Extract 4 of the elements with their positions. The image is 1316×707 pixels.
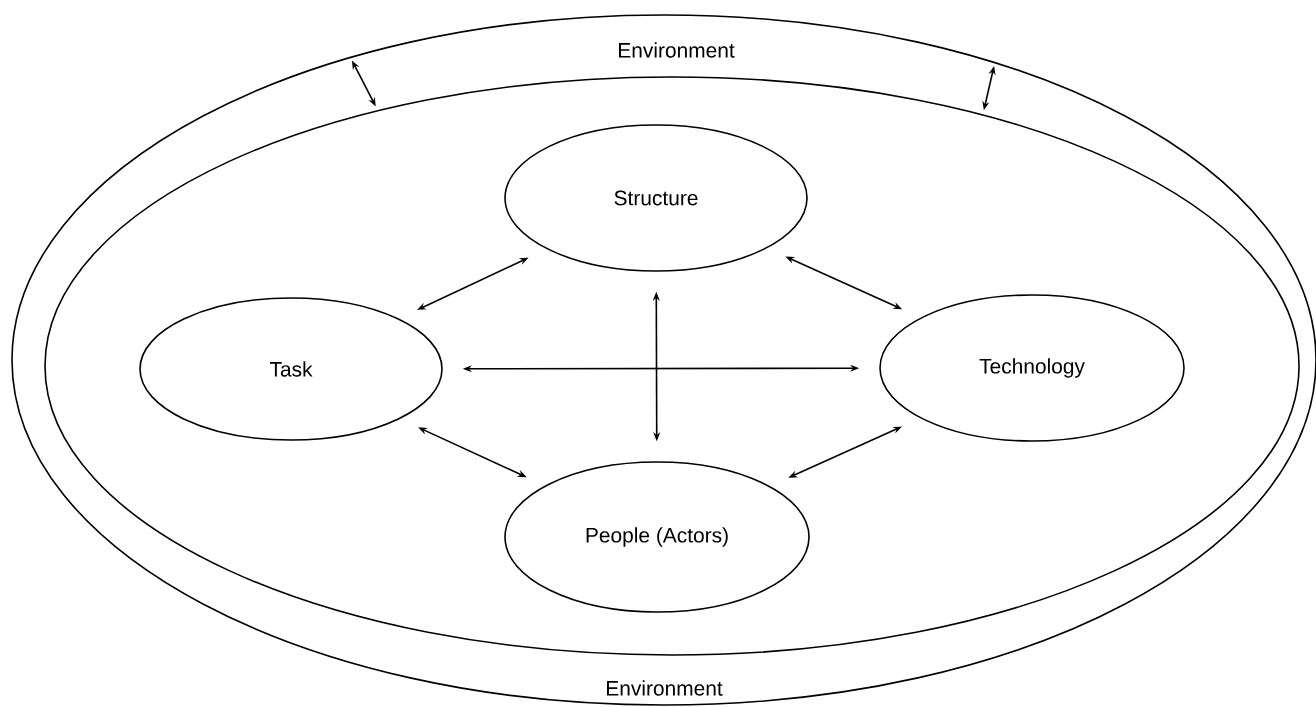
region-label: Environment xyxy=(607,680,723,696)
ellipse xyxy=(11,14,1316,706)
region-label: Environment xyxy=(619,42,735,58)
ellipse xyxy=(44,76,1300,656)
